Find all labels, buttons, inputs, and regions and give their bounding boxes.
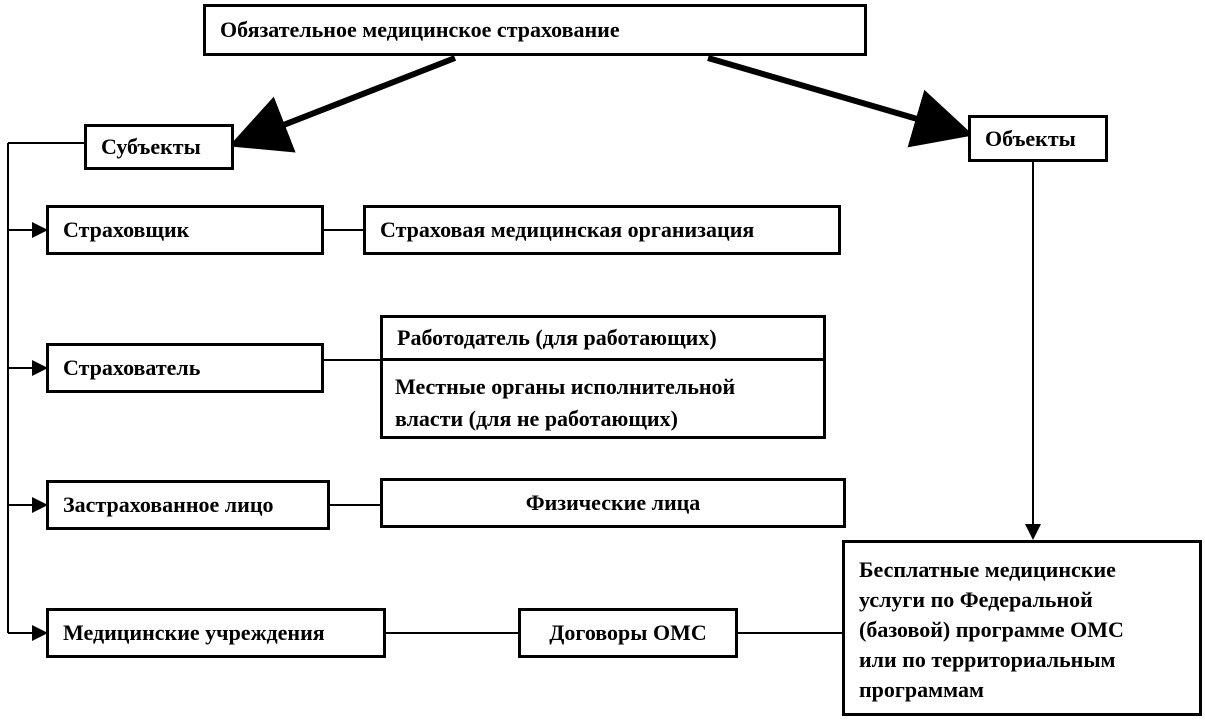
- medical-institutions-text: Медицинские учреждения: [63, 620, 325, 645]
- employer-text: Работодатель (для работающих): [397, 325, 717, 350]
- insurer-detail-box: Страховая медицинская организация: [363, 205, 841, 255]
- individuals-text: Физические лица: [525, 490, 701, 515]
- arrow-title-to-subjects: [228, 55, 457, 153]
- insured-person-text: Застрахованное лицо: [63, 492, 274, 517]
- objects-box: Объекты: [968, 115, 1108, 162]
- subjects-text: Субъекты: [101, 134, 201, 159]
- title-box: Обязательное медицинское страхование: [203, 4, 867, 56]
- services-line3: (базовой) программе ОМС: [859, 617, 1124, 642]
- insured-person-box: Застрахованное лицо: [46, 480, 330, 530]
- insurer-detail-text: Страховая медицинская организация: [380, 217, 755, 242]
- policyholder-text: Страхователь: [63, 355, 201, 380]
- objects-text: Объекты: [985, 125, 1076, 151]
- local-authority-box: Местные органы исполнительной власти (дл…: [380, 361, 826, 439]
- employer-box: Работодатель (для работающих): [380, 315, 826, 361]
- arrow-title-to-objects: [707, 55, 974, 148]
- services-line4: или по территориальным: [859, 647, 1116, 672]
- individuals-box: Физические лица: [380, 478, 846, 528]
- services-line2: услуги по Федеральной: [859, 587, 1093, 612]
- contracts-text: Договоры ОМС: [549, 620, 707, 645]
- local-authority-line1: Местные органы исполнительной: [395, 374, 736, 399]
- services-line1: Бесплатные медицинские: [859, 557, 1116, 582]
- policyholder-box: Страхователь: [46, 343, 324, 393]
- services-line5: программам: [859, 677, 984, 702]
- insurer-text: Страховщик: [63, 217, 190, 242]
- local-authority-line2: власти (для не работающих): [395, 406, 678, 431]
- subjects-box: Субъекты: [84, 124, 234, 170]
- title-text: Обязательное медицинское страхование: [220, 17, 620, 42]
- insurer-box: Страховщик: [46, 205, 324, 255]
- services-box: Бесплатные медицинские услуги по Федерал…: [842, 540, 1202, 716]
- medical-institutions-box: Медицинские учреждения: [46, 608, 386, 658]
- contracts-box: Договоры ОМС: [518, 608, 738, 658]
